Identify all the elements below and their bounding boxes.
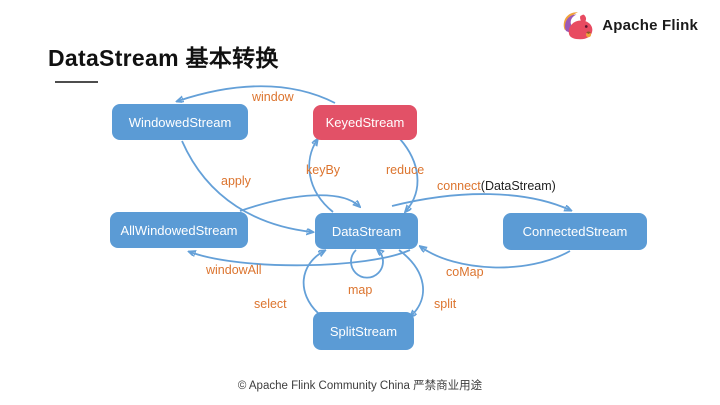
edge-select-arrow bbox=[302, 251, 324, 314]
edge-label-connect: connect(DataStream) bbox=[437, 179, 556, 193]
node-label: ConnectedStream bbox=[522, 224, 628, 239]
edge-label-split: split bbox=[434, 297, 457, 311]
node-label: WindowedStream bbox=[128, 114, 232, 130]
edge-label-connect-fn: connect bbox=[437, 179, 481, 193]
edge-comap-arrow bbox=[421, 247, 571, 269]
edge-split-arrow bbox=[398, 249, 424, 316]
node-label: AllWindowedStream bbox=[120, 222, 238, 238]
edge-map-selfloop-arrow bbox=[350, 250, 383, 279]
edge-reduce-arrow bbox=[399, 138, 419, 211]
edge-label-select: select bbox=[254, 297, 287, 311]
logo-wordmark: Apache Flink bbox=[602, 16, 698, 34]
edge-label-window: window bbox=[252, 90, 294, 104]
edge-label-connect-arg: (DataStream) bbox=[480, 179, 556, 193]
edge-label-windowall: windowAll bbox=[206, 263, 262, 277]
node-allwindowedstream: AllWindowedStream bbox=[110, 212, 248, 248]
node-label: SplitStream bbox=[329, 323, 398, 339]
node-label: DataStream bbox=[331, 223, 402, 239]
node-windowedstream: WindowedStream bbox=[112, 104, 248, 140]
edge-label-apply: apply bbox=[221, 174, 251, 188]
node-splitstream: SplitStream bbox=[313, 312, 414, 350]
node-keyedstream: KeyedStream bbox=[313, 105, 417, 140]
title-underline bbox=[55, 81, 98, 83]
node-label: KeyedStream bbox=[325, 115, 405, 130]
edge-apply-windowed-arrow bbox=[181, 140, 312, 232]
edge-keyby-arrow bbox=[308, 140, 334, 213]
edge-window-arrow bbox=[178, 85, 336, 104]
edge-label-map: map bbox=[348, 283, 373, 297]
edge-label-reduce: reduce bbox=[386, 163, 425, 177]
node-datastream: DataStream bbox=[315, 213, 418, 249]
edge-windowall-arrow bbox=[190, 249, 411, 267]
edge-label-keyby: keyBy bbox=[306, 163, 341, 177]
edge-connect-arrow bbox=[391, 193, 570, 210]
page-title: DataStream 基本转换 bbox=[48, 45, 279, 71]
copyright-footer: © Apache Flink Community China 严禁商业用途 bbox=[237, 380, 483, 392]
apache-flink-logo: Apache Flink bbox=[560, 7, 698, 43]
node-connectedstream: ConnectedStream bbox=[503, 213, 647, 250]
flink-squirrel-icon bbox=[563, 12, 593, 40]
edge-label-comap: coMap bbox=[446, 265, 484, 279]
edge-apply-allwindowed-arrow bbox=[239, 194, 359, 212]
